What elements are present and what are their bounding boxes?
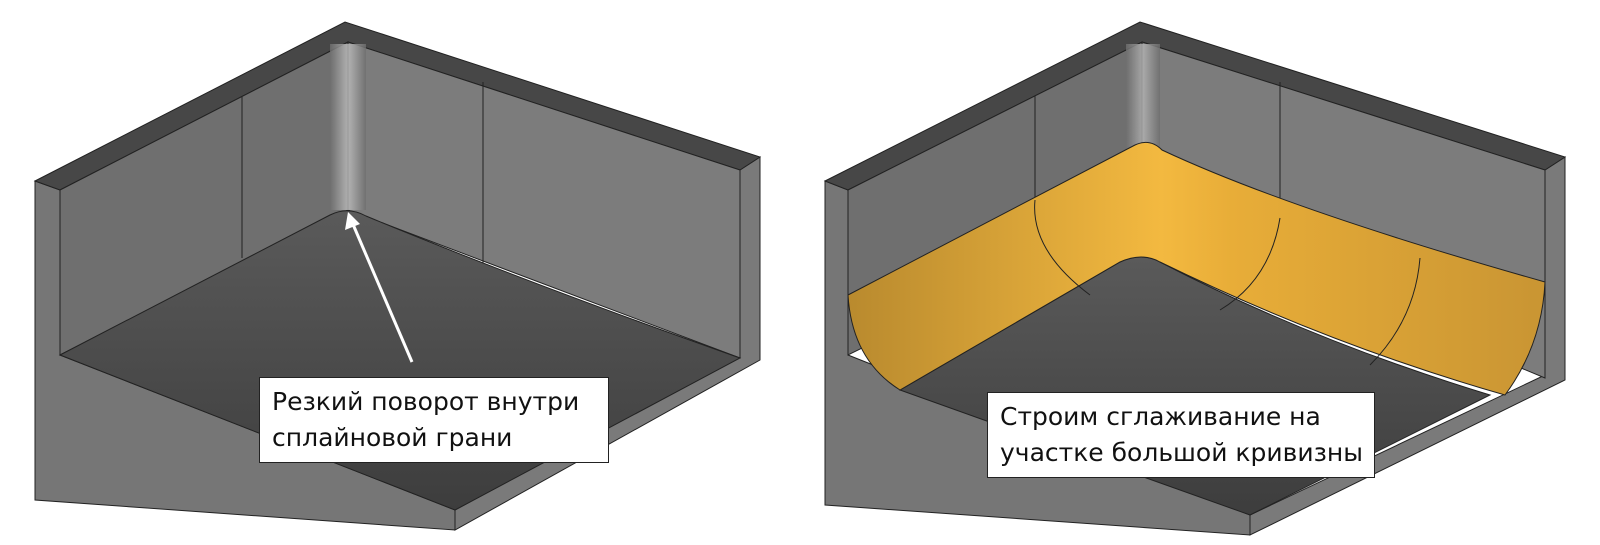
smoothing-callout: Строим сглаживание на участке большой кр… (987, 392, 1375, 478)
crease-highlight (330, 44, 366, 210)
callout-line: сплайновой грани (272, 423, 513, 452)
fillet-surface (847, 141, 1546, 396)
fillet-seam (1369, 257, 1421, 366)
arrow-head (345, 212, 360, 230)
arrow-shaft (350, 221, 414, 363)
callout-line: участке большой кривизны (1000, 438, 1363, 467)
fillet-seam (1034, 199, 1091, 296)
callout-line: Резкий поворот внутри (272, 387, 580, 416)
crease-highlight (1126, 44, 1160, 154)
sharp-turn-model-view (33, 21, 762, 531)
fillet-seam (1219, 217, 1281, 311)
sharp-turn-callout: Резкий поворот внутри сплайновой грани (259, 377, 609, 463)
callout-line: Строим сглаживание на (1000, 402, 1321, 431)
